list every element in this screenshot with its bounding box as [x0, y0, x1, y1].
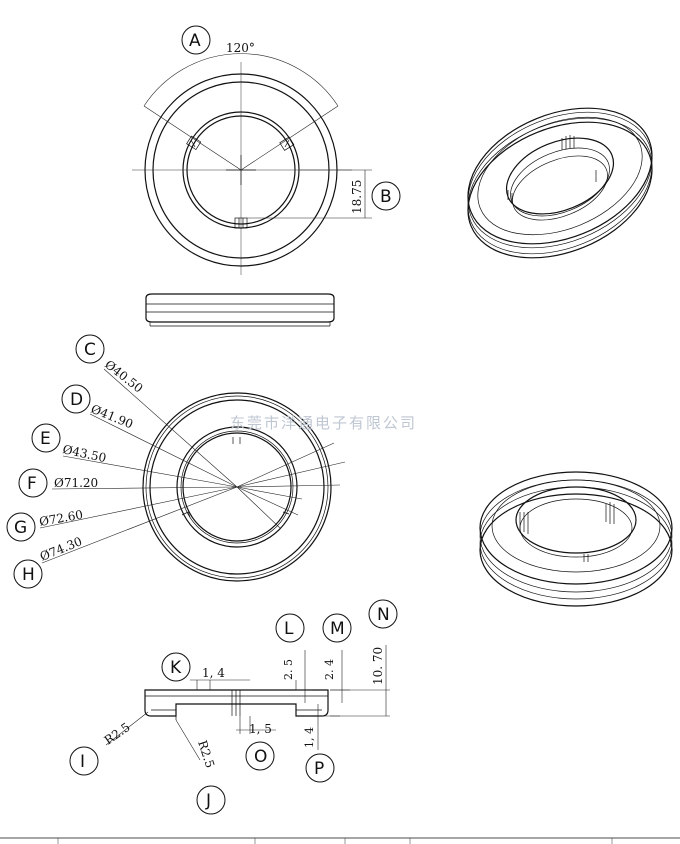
tab-bottom: [234, 217, 248, 229]
callout-k: K: [161, 652, 191, 682]
callout-p: P: [305, 753, 335, 783]
svg-text:B: B: [380, 187, 392, 207]
callout-n: N: [368, 599, 398, 629]
iso-view-top: [467, 107, 653, 259]
section-view: 1, 4 2. 5 2. 4 10. 70 1, 5 1, 4 R2.5 R2.…: [102, 645, 390, 770]
svg-text:K: K: [170, 658, 182, 678]
svg-text:L: L: [284, 619, 294, 639]
callout-j: J: [196, 785, 226, 815]
svg-text:D: D: [70, 390, 83, 410]
svg-text:N: N: [377, 605, 390, 625]
dimension-radius-j: R2.5: [195, 739, 217, 770]
svg-text:G: G: [14, 518, 27, 538]
svg-text:A: A: [189, 31, 201, 51]
callout-h: H: [13, 559, 43, 589]
watermark-text: 东莞市洋通电子有限公司: [230, 414, 417, 432]
dimension-dia-g: Ø72.60: [38, 507, 84, 528]
callout-g: G: [6, 512, 36, 542]
svg-text:F: F: [27, 474, 37, 494]
callout-i: I: [69, 746, 99, 776]
dimension-l: 2. 5: [282, 659, 295, 680]
svg-text:C: C: [84, 340, 96, 360]
dimension-m: 2. 4: [323, 659, 336, 680]
svg-text:I: I: [80, 752, 85, 772]
callout-f: F: [18, 468, 48, 498]
callout-l: L: [275, 613, 305, 643]
dimension-dia-c: Ø40.50: [102, 357, 145, 395]
svg-text:E: E: [40, 429, 51, 449]
dimension-dia-e: Ø43.50: [61, 442, 107, 465]
title-block-edge: [0, 837, 680, 844]
dimension-k: 1, 4: [202, 666, 225, 680]
dimension-radius-i: R2.5: [102, 720, 133, 748]
svg-text:O: O: [254, 747, 267, 767]
iso-view-bottom: [479, 471, 673, 607]
top-view: 18.75 120°: [132, 41, 372, 275]
dimension-p: 1, 4: [303, 727, 316, 748]
callout-m: M: [322, 613, 352, 643]
callout-e: E: [31, 423, 61, 453]
tab-left: [186, 135, 202, 151]
dimension-height-b: 18.75: [350, 180, 364, 214]
dimension-o: 1, 5: [249, 722, 272, 736]
tab-right: [279, 136, 295, 151]
callout-c: C: [75, 334, 105, 364]
svg-text:M: M: [330, 619, 345, 639]
svg-text:J: J: [205, 791, 211, 811]
side-profile: [145, 293, 335, 327]
dimension-dia-f: Ø71.20: [54, 476, 98, 490]
dimension-dia-h: Ø74.30: [38, 534, 84, 564]
callout-a: A: [181, 25, 211, 55]
callout-b: B: [371, 181, 401, 211]
svg-text:P: P: [314, 759, 324, 779]
svg-text:H: H: [22, 565, 35, 585]
callout-d: D: [61, 384, 91, 414]
callout-o: O: [245, 741, 275, 771]
dimension-dia-d: Ø41.90: [89, 402, 135, 432]
dimension-n: 10. 70: [371, 647, 385, 685]
dimension-angle: 120°: [226, 41, 255, 55]
